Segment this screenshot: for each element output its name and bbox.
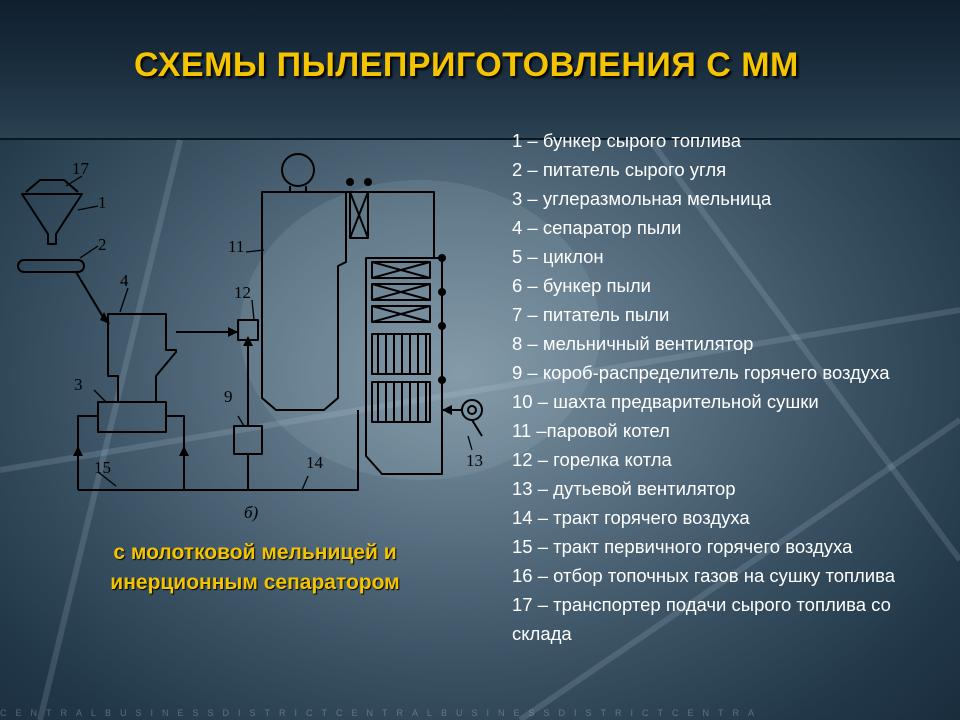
steam-boiler bbox=[261, 191, 347, 411]
label-13: 13 bbox=[466, 451, 483, 470]
subtitle-line-1: с молотковой мельницей и bbox=[113, 541, 397, 564]
raw-coal-feeder bbox=[17, 259, 85, 273]
legend-item: 4 – сепаратор пыли bbox=[512, 217, 682, 238]
slide-title: СХЕМЫ ПЫЛЕПРИГОТОВЛЕНИЯ С ММ bbox=[134, 46, 799, 84]
coal-mill bbox=[97, 401, 167, 433]
transporter-17 bbox=[25, 179, 79, 193]
scheme-drawing: 17 1 2 4 3 15 11 12 9 14 13 б) bbox=[17, 153, 483, 522]
legend-item: 13 – дутьевой вентилятор bbox=[512, 478, 736, 499]
label-12: 12 bbox=[234, 283, 251, 302]
diagram-subtitle: с молотковой мельницей и инерционным сеп… bbox=[40, 538, 470, 598]
footer-watermark: CENTRALBUSINESSDISTRICTCENTRALBUSINESSDI… bbox=[0, 708, 764, 718]
label-11: 11 bbox=[228, 237, 244, 256]
label-15: 15 bbox=[94, 458, 111, 477]
legend-item: 11 –паровой котел bbox=[512, 420, 670, 441]
label-2: 2 bbox=[98, 235, 107, 254]
diagram-caption: б) bbox=[244, 503, 259, 522]
legend-item: 2 – питатель сырого угля bbox=[512, 159, 727, 180]
air-heater-tubes bbox=[371, 261, 431, 423]
scheme-diagram: 17 1 2 4 3 15 11 12 9 14 13 б) bbox=[6, 140, 500, 530]
forced-draft-fan bbox=[461, 399, 483, 421]
air-distribution-box bbox=[233, 425, 263, 455]
label-1: 1 bbox=[98, 193, 107, 212]
subtitle-line-2: инерционным сепаратором bbox=[110, 571, 400, 594]
legend-item: 17 – транспортер подачи сырого топлива с… bbox=[512, 594, 891, 644]
legend-item: 14 – тракт горячего воздуха bbox=[512, 507, 750, 528]
header-divider bbox=[0, 138, 960, 140]
boiler-drum bbox=[281, 153, 315, 187]
label-14: 14 bbox=[306, 453, 324, 472]
label-4: 4 bbox=[120, 271, 129, 290]
legend-item: 5 – циклон bbox=[512, 246, 604, 267]
legend-item: 16 – отбор топочных газов на сушку топли… bbox=[512, 565, 896, 586]
legend-item: 12 – горелка котла bbox=[512, 449, 672, 470]
legend-item: 6 – бункер пыли bbox=[512, 275, 651, 296]
legend-item: 8 – мельничный вентилятор bbox=[512, 333, 754, 354]
header-band bbox=[0, 0, 960, 138]
dust-separator bbox=[107, 313, 177, 403]
legend-item: 1 – бункер сырого топлива bbox=[512, 130, 742, 151]
legend-item: 10 – шахта предварительной сушки bbox=[512, 391, 819, 412]
raw-fuel-bunker bbox=[21, 193, 83, 245]
label-3: 3 bbox=[74, 375, 83, 394]
legend-item: 7 – питатель пыли bbox=[512, 304, 670, 325]
legend-item: 9 – короб-распределитель горячего воздух… bbox=[512, 362, 890, 383]
legend-item: 3 – углеразмольная мельница bbox=[512, 188, 772, 209]
label-9: 9 bbox=[224, 387, 233, 406]
convective-shaft bbox=[365, 257, 443, 475]
legend-item: 15 – тракт первичного горячего воздуха bbox=[512, 536, 853, 557]
label-17: 17 bbox=[72, 159, 90, 178]
legend-list: 1 – бункер сырого топлива 2 – питатель с… bbox=[512, 126, 952, 648]
